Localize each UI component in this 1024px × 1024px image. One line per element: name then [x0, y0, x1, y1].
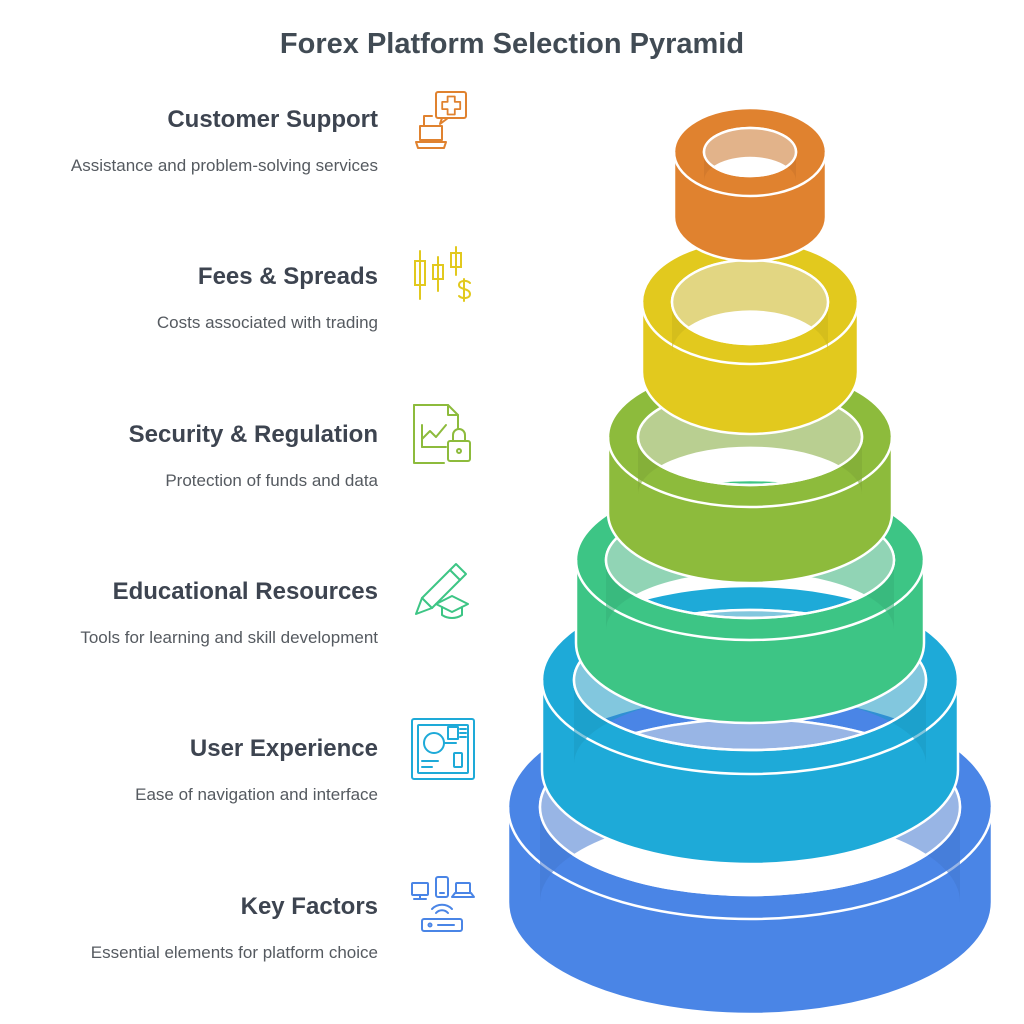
- pencil-graduation-cap-icon: [408, 558, 478, 628]
- ring-outer-wall: [508, 807, 992, 1014]
- level-description: Ease of navigation and interface: [135, 785, 378, 804]
- level-heading: User Experience: [189, 735, 378, 762]
- level-heading: Security & Regulation: [128, 421, 378, 448]
- level-description: Tools for learning and skill development: [80, 628, 378, 647]
- level-heading: Educational Resources: [112, 578, 378, 605]
- ring-customer-support: [672, 106, 828, 263]
- ring-inner-wall: [672, 260, 828, 353]
- page-title: Forex Platform Selection Pyramid: [279, 28, 745, 60]
- ring-fees-spreads: [640, 238, 860, 436]
- ring-front-edge: [640, 302, 860, 436]
- ring-front-edge: [506, 807, 994, 1016]
- ring-front-edge: [574, 560, 926, 725]
- ring-outer-wall: [674, 152, 826, 261]
- level-heading: Key Factors: [240, 893, 378, 920]
- ring-outer-wall: [608, 437, 892, 583]
- ring-outer-wall: [642, 302, 858, 434]
- ring-inner-rim: [702, 126, 798, 178]
- ring-inner-wall: [704, 128, 796, 181]
- ring-front-edge: [540, 680, 960, 866]
- interface-layout-icon: [408, 715, 478, 785]
- support-computer-icon: [408, 86, 478, 156]
- ring-inner-rim: [572, 608, 928, 752]
- candlestick-dollar-icon: [408, 243, 478, 313]
- level-heading: Fees & Spreads: [197, 263, 378, 290]
- level-description: Essential elements for platform choice: [90, 943, 378, 962]
- ring-front-edge: [606, 437, 894, 585]
- level-heading: Customer Support: [167, 106, 378, 133]
- ring-front-edge: [672, 152, 828, 263]
- level-description: Protection of funds and data: [165, 471, 378, 490]
- ring-outer-wall: [542, 680, 958, 864]
- secure-chart-lock-icon: [408, 401, 478, 471]
- level-description: Costs associated with trading: [156, 313, 378, 332]
- ring-outer-wall: [576, 560, 924, 723]
- level-description: Assistance and problem-solving services: [70, 156, 378, 175]
- devices-router-icon: [408, 873, 478, 943]
